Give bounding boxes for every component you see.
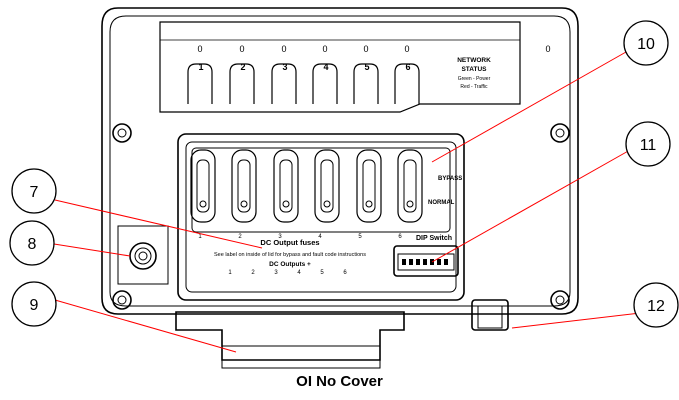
bypass-label: BYPASS bbox=[438, 176, 462, 182]
top-led-indicator: 0 bbox=[545, 44, 550, 54]
callout-10-circle bbox=[623, 20, 669, 66]
led-pipe bbox=[312, 63, 338, 104]
slot-number: 3 bbox=[282, 62, 287, 72]
fuse-holder bbox=[231, 149, 257, 223]
bottom-connector bbox=[175, 311, 405, 361]
network-status-line1: NETWORK bbox=[457, 57, 491, 64]
network-status-line3: Green - Power bbox=[458, 76, 491, 82]
dc-output-number: 1 bbox=[228, 270, 232, 276]
top-led-indicator: 0 bbox=[404, 44, 409, 54]
fuse bbox=[237, 159, 251, 213]
network-connector bbox=[471, 299, 509, 331]
fuse bbox=[196, 159, 210, 213]
slot-number: 5 bbox=[364, 62, 369, 72]
fuse-position-number: 5 bbox=[358, 234, 362, 240]
mount-hole-tl bbox=[112, 123, 132, 143]
top-led-indicator: 0 bbox=[281, 44, 286, 54]
fuse bbox=[403, 159, 417, 213]
fuse-contact bbox=[240, 200, 248, 208]
callout-9-number: 9 bbox=[30, 297, 39, 314]
fuse-position-number: 1 bbox=[198, 234, 202, 240]
dc-output-number: 6 bbox=[343, 270, 347, 276]
callout-12-number: 12 bbox=[647, 298, 665, 315]
led-pipe bbox=[394, 63, 420, 104]
dip-switch-toggle bbox=[444, 259, 448, 265]
fuse-contact bbox=[406, 200, 414, 208]
dc-fuses-note: See label on inside of lid for bypass an… bbox=[214, 252, 366, 258]
mount-hole-bl bbox=[112, 290, 132, 310]
fuse-position-number: 4 bbox=[318, 234, 322, 240]
slot-number: 2 bbox=[240, 62, 245, 72]
dip-switch-toggle bbox=[409, 259, 413, 265]
callout-10-number: 10 bbox=[637, 36, 655, 53]
enclosure-outline bbox=[101, 7, 579, 315]
mount-hole-br bbox=[550, 290, 570, 310]
mount-hole-tr bbox=[550, 123, 570, 143]
fuse bbox=[362, 159, 376, 213]
ground-screw bbox=[129, 242, 157, 270]
fuse-contact bbox=[323, 200, 331, 208]
dip-switch bbox=[393, 245, 459, 277]
dip-switch-label: DIP Switch bbox=[416, 235, 452, 242]
callout-12-leader bbox=[511, 312, 641, 329]
callout-11-circle bbox=[625, 121, 671, 167]
fuse-contact bbox=[199, 200, 207, 208]
fuse-holder bbox=[397, 149, 423, 223]
fuse-block bbox=[191, 147, 451, 233]
dip-switch-toggle bbox=[402, 259, 406, 265]
terminal-cavity bbox=[177, 133, 465, 301]
dc-fuses-title: DC Output fuses bbox=[260, 238, 319, 247]
slot-number: 1 bbox=[198, 62, 203, 72]
dip-switch-toggle bbox=[423, 259, 427, 265]
callout-12-circle bbox=[633, 282, 679, 328]
callout-9-leader bbox=[54, 299, 237, 353]
led-pipe bbox=[353, 63, 379, 104]
network-status-line4: Red - Traffic bbox=[460, 84, 488, 90]
fuse-position-number: 3 bbox=[278, 234, 282, 240]
slot-number: 6 bbox=[405, 62, 410, 72]
top-led-indicator: 0 bbox=[239, 44, 244, 54]
fuse-position-number: 2 bbox=[238, 234, 242, 240]
fuse bbox=[320, 159, 334, 213]
dip-switch-toggle bbox=[437, 259, 441, 265]
callout-7-leader bbox=[54, 199, 263, 249]
callout-8-leader bbox=[53, 243, 131, 257]
callout-10-leader bbox=[431, 51, 627, 163]
led-pipe bbox=[229, 63, 255, 104]
led-pipe bbox=[271, 63, 297, 104]
fuse bbox=[279, 159, 293, 213]
fuse-position-number: 6 bbox=[398, 234, 402, 240]
dc-output-number: 3 bbox=[274, 270, 278, 276]
callout-9-circle bbox=[11, 281, 57, 327]
top-panel bbox=[159, 21, 521, 113]
top-led-indicator: 0 bbox=[322, 44, 327, 54]
fuse-contact bbox=[365, 200, 373, 208]
top-led-indicator: 0 bbox=[363, 44, 368, 54]
network-status-line2: STATUS bbox=[461, 66, 487, 73]
enclosure-inner bbox=[109, 15, 571, 307]
dc-output-number: 2 bbox=[251, 270, 255, 276]
callout-8-number: 8 bbox=[28, 236, 37, 253]
fuse-holder bbox=[314, 149, 340, 223]
slot-number: 4 bbox=[323, 62, 328, 72]
dc-outputs-label: DC Outputs + bbox=[269, 261, 311, 268]
led-pipe bbox=[187, 63, 213, 104]
normal-label: NORMAL bbox=[428, 200, 455, 206]
dc-output-number: 5 bbox=[320, 270, 324, 276]
callout-11-leader bbox=[431, 149, 631, 263]
figure-caption: OI No Cover bbox=[296, 373, 383, 390]
fuse-holder bbox=[273, 149, 299, 223]
fuse-contact bbox=[282, 200, 290, 208]
callout-11-number: 11 bbox=[640, 137, 657, 154]
fuse-holder bbox=[356, 149, 382, 223]
callout-7-number: 7 bbox=[30, 184, 39, 201]
dc-output-number: 4 bbox=[297, 270, 301, 276]
callout-8-circle bbox=[9, 220, 55, 266]
dip-switch-toggle bbox=[416, 259, 420, 265]
side-mount-block bbox=[117, 225, 169, 285]
top-led-indicator: 0 bbox=[197, 44, 202, 54]
fuse-holder bbox=[190, 149, 216, 223]
callout-7-circle bbox=[11, 168, 57, 214]
